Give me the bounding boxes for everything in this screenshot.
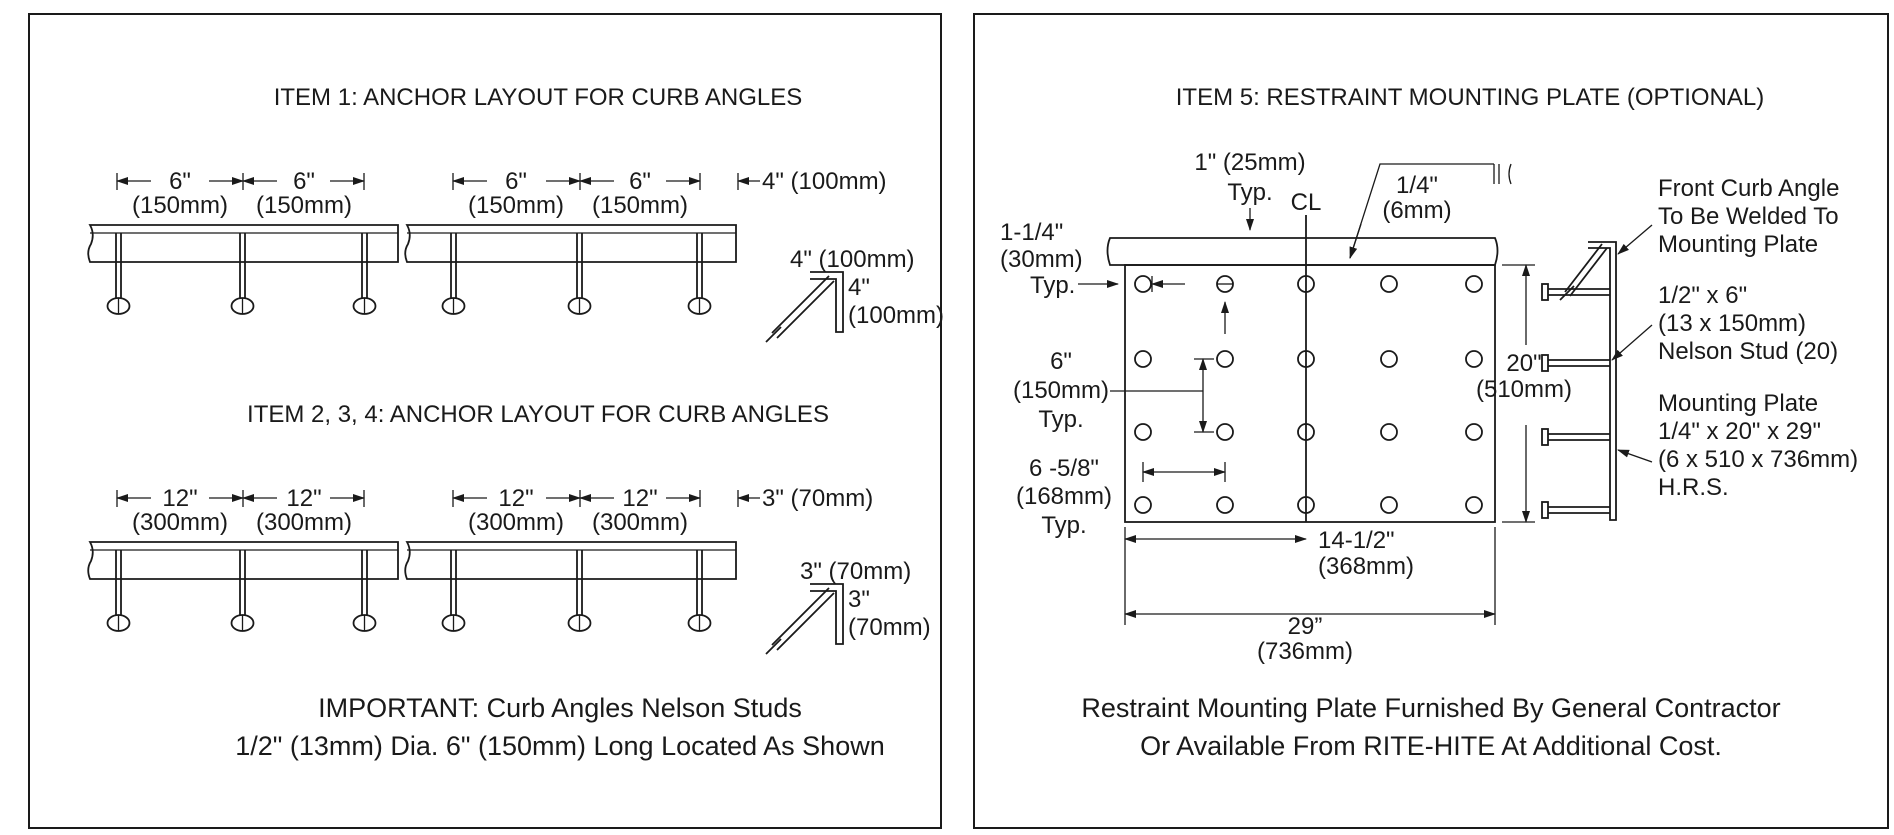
left-panel-frame bbox=[28, 13, 942, 829]
label-angle-2: To Be Welded To bbox=[1658, 203, 1839, 230]
label-stud-2: (13 x 150mm) bbox=[1658, 310, 1806, 337]
dim-top-label: 1" (25mm) bbox=[1194, 149, 1305, 176]
dim-h-typ: Typ. bbox=[1041, 512, 1086, 539]
item1-title: ITEM 1: ANCHOR LAYOUT FOR CURB ANGLES bbox=[274, 84, 803, 111]
item1-spacing-mm-4: (150mm) bbox=[592, 192, 688, 219]
dim-height-mm: (510mm) bbox=[1476, 376, 1572, 403]
item1-angle-section: 4" (100mm) 4" (100mm) bbox=[765, 246, 944, 343]
item5-title: ITEM 5: RESTRAINT MOUNTING PLATE (OPTION… bbox=[1176, 84, 1765, 111]
dim-h-mm: (168mm) bbox=[1016, 483, 1112, 510]
label-plate-1: Mounting Plate bbox=[1658, 390, 1818, 417]
item1-angle-leg-h: 4" (100mm) bbox=[790, 246, 915, 273]
item234-angle-leg-h: 3" (70mm) bbox=[800, 558, 911, 585]
dim-v-mm: (150mm) bbox=[1013, 377, 1109, 404]
dim-h-label: 6 -5/8" bbox=[1029, 455, 1099, 482]
dim-quarter-label: 1/4" bbox=[1396, 172, 1438, 199]
label-angle-3: Mounting Plate bbox=[1658, 231, 1818, 258]
item234-studs bbox=[106, 550, 712, 632]
item234-spacing-mm-1: (300mm) bbox=[132, 509, 228, 536]
dim-width-mm: (736mm) bbox=[1257, 638, 1353, 665]
dim-quarter-mm: (6mm) bbox=[1382, 197, 1451, 224]
item234-angle-leg-v-mm: (70mm) bbox=[848, 614, 931, 641]
dim-h-arrows bbox=[1142, 462, 1226, 482]
right-panel-frame bbox=[973, 13, 1889, 829]
dim-v-label: 6" bbox=[1050, 348, 1072, 375]
item1-edge-distance: 4" (100mm) bbox=[762, 168, 887, 195]
mounting-plate bbox=[1106, 215, 1499, 523]
dim-edge-typ: Typ. bbox=[1030, 272, 1075, 299]
item234-spacing-mm-4: (300mm) bbox=[592, 509, 688, 536]
item1-angle-leg-v-mm: (100mm) bbox=[848, 302, 944, 329]
item1-dimensions: 6" 6" (150mm) (150mm) 6" 6" (150mm) (150… bbox=[116, 168, 887, 219]
item234-spacing-mm-3: (300mm) bbox=[468, 509, 564, 536]
item234-edge-distance: 3" (70mm) bbox=[762, 485, 873, 512]
important-line2: 1/2" (13mm) Dia. 6" (150mm) Long Located… bbox=[235, 731, 884, 761]
side-view bbox=[1541, 224, 1653, 521]
item234-spacing-in-4: 12" bbox=[622, 485, 657, 512]
plate-stud-row-2 bbox=[1134, 350, 1483, 368]
dim-half-mm: (368mm) bbox=[1318, 553, 1414, 580]
label-plate-2: 1/4" x 20" x 29" bbox=[1658, 418, 1821, 445]
dim-quarter-leader bbox=[1349, 163, 1512, 259]
item1-spacing-mm-3: (150mm) bbox=[468, 192, 564, 219]
dim-edge-label: 1-1/4" bbox=[1000, 219, 1063, 246]
item234-angle-section: 3" (70mm) 3" (70mm) bbox=[765, 558, 931, 655]
item234-spacing-mm-2: (300mm) bbox=[256, 509, 352, 536]
footer-line1: Restraint Mounting Plate Furnished By Ge… bbox=[1081, 693, 1780, 723]
dim-edge-arrows bbox=[1078, 276, 1233, 334]
important-line1: IMPORTANT: Curb Angles Nelson Studs bbox=[318, 693, 802, 723]
label-plate-4: H.R.S. bbox=[1658, 474, 1729, 501]
item1-spacing-mm-2: (150mm) bbox=[256, 192, 352, 219]
item234-spacing-in-2: 12" bbox=[286, 485, 321, 512]
plate-stud-row-3 bbox=[1134, 423, 1483, 441]
item1-angle-leg-v-in: 4" bbox=[848, 274, 870, 301]
plate-stud-row-4 bbox=[1134, 496, 1483, 514]
footer-line2: Or Available From RITE-HITE At Additiona… bbox=[1140, 731, 1722, 761]
label-plate-3: (6 x 510 x 736mm) bbox=[1658, 446, 1858, 473]
dim-height-label: 20" bbox=[1506, 350, 1541, 377]
item234-curb-angles bbox=[87, 541, 737, 632]
centerline-label: CL bbox=[1291, 189, 1322, 216]
item234-spacing-in-1: 12" bbox=[162, 485, 197, 512]
label-stud-1: 1/2" x 6" bbox=[1658, 282, 1747, 309]
label-angle-1: Front Curb Angle bbox=[1658, 175, 1839, 202]
plate-stud-row-1 bbox=[1134, 275, 1483, 293]
item234-spacing-in-3: 12" bbox=[498, 485, 533, 512]
item1-spacing-in-3: 6" bbox=[505, 168, 527, 195]
dim-v-arrows bbox=[1110, 358, 1214, 433]
dim-half-label: 14-1/2" bbox=[1318, 527, 1395, 554]
item234-angle-leg-v-in: 3" bbox=[848, 586, 870, 613]
dim-half-arrows bbox=[1124, 527, 1496, 625]
label-stud-3: Nelson Stud (20) bbox=[1658, 338, 1838, 365]
dim-height-arrows bbox=[1502, 264, 1535, 523]
dim-edge-mm: (30mm) bbox=[1000, 246, 1083, 273]
item1-curb-angles bbox=[87, 224, 737, 315]
dim-v-typ: Typ. bbox=[1038, 406, 1083, 433]
dim-width-label: 29” bbox=[1288, 613, 1323, 640]
item1-spacing-mm-1: (150mm) bbox=[132, 192, 228, 219]
side-view-studs bbox=[1541, 283, 1610, 519]
item1-spacing-in-1: 6" bbox=[169, 168, 191, 195]
item234-title: ITEM 2, 3, 4: ANCHOR LAYOUT FOR CURB ANG… bbox=[247, 401, 829, 428]
item1-studs bbox=[106, 233, 712, 315]
item234-dimensions: 12" 12" (300mm) (300mm) 12" 12" (300mm) … bbox=[116, 485, 873, 536]
item1-spacing-in-4: 6" bbox=[629, 168, 651, 195]
plate-stud-grid bbox=[1134, 275, 1483, 514]
dim-top-typ: Typ. bbox=[1227, 179, 1272, 206]
item1-spacing-in-2: 6" bbox=[293, 168, 315, 195]
